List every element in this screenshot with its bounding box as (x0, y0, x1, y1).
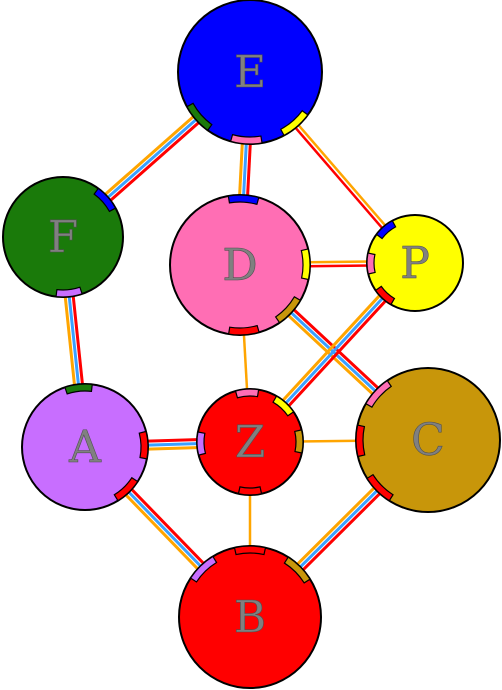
node-label-a: A (68, 422, 102, 473)
port-b-to-z (233, 545, 267, 556)
node-label-f: F (48, 212, 79, 263)
port-d-to-c (274, 296, 302, 324)
port-p-to-d (366, 252, 376, 275)
port-f-to-a (55, 286, 83, 298)
node-label-c: C (411, 415, 445, 466)
node-label-p: P (400, 238, 430, 289)
port-a-to-z (138, 430, 149, 460)
node-label-e: E (234, 47, 266, 98)
port-z-to-d (234, 388, 260, 399)
port-a-to-f (64, 383, 93, 395)
port-e-to-d (229, 133, 263, 145)
port-a-to-b (113, 476, 139, 502)
port-c-to-b (366, 473, 394, 502)
node-z: Z (196, 388, 304, 496)
edges-layer (57, 67, 432, 621)
node-label-z: Z (235, 417, 266, 468)
port-z-to-b (237, 486, 263, 496)
node-b: B (178, 545, 322, 689)
node-f: F (2, 176, 124, 298)
node-d: D (169, 194, 311, 336)
port-c-to-z (355, 424, 366, 458)
port-d-to-z (227, 324, 260, 336)
port-f-to-e (93, 187, 117, 213)
node-label-d: D (222, 240, 257, 291)
port-b-to-c (283, 556, 311, 584)
node-p: P (366, 214, 464, 312)
port-z-to-c (294, 429, 304, 454)
port-e-to-p (279, 109, 309, 137)
port-d-to-p (300, 248, 311, 281)
node-c: C (355, 367, 501, 513)
port-d-to-e (227, 194, 260, 206)
port-z-to-p (272, 395, 295, 417)
node-label-b: B (234, 592, 266, 643)
port-p-to-z (374, 285, 396, 306)
port-z-to-a (196, 431, 207, 456)
port-e-to-f (186, 102, 213, 132)
port-c-to-d (365, 379, 393, 408)
port-b-to-a (189, 555, 218, 583)
port-p-to-e (375, 219, 397, 240)
node-a: A (21, 383, 149, 511)
